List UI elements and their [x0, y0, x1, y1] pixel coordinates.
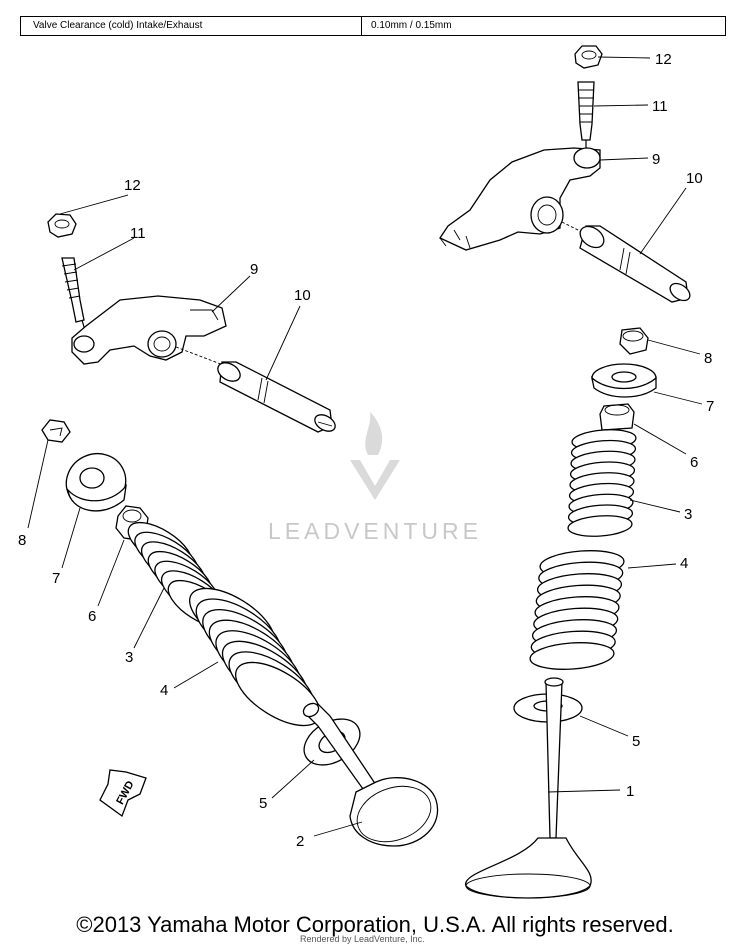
callout-10-right: 10: [686, 170, 703, 187]
right-spring-retainer: [590, 363, 657, 398]
callout-2: 2: [296, 833, 304, 850]
callout-leaders: [27, 56, 703, 837]
callout-3-left: 3: [125, 649, 133, 666]
callout-11-right: 11: [652, 98, 668, 115]
left-valve-cotter: [41, 419, 71, 443]
callout-8-right: 8: [704, 350, 712, 367]
left-rocker-shaft: [217, 361, 336, 433]
left-rocker-arm: [71, 295, 227, 367]
rendered-by-note: Rendered by LeadVenture, Inc.: [300, 934, 425, 944]
callout-7-left: 7: [52, 570, 60, 587]
right-inner-spring: [567, 429, 637, 537]
left-outer-spring: [189, 587, 321, 727]
callout-7-right: 7: [706, 398, 714, 415]
right-rocker-arm: [439, 147, 601, 251]
callout-10-left: 10: [294, 287, 311, 304]
forward-arrow-icon: FWD: [99, 769, 147, 818]
callout-labels: 12 11 9 10 12 11 9 10 8 7 6 3 4 5 1 8 7 …: [18, 51, 714, 850]
callout-11-left: 11: [130, 225, 146, 242]
callout-12-right: 12: [655, 51, 672, 68]
left-adjuster-nut: [47, 213, 77, 238]
right-adjusting-screw: [577, 81, 595, 150]
left-spring-retainer: [65, 452, 127, 512]
callout-9-right: 9: [652, 151, 660, 168]
right-rocker-shaft: [579, 225, 691, 303]
callout-4-right: 4: [680, 555, 688, 572]
callout-5-right: 5: [632, 733, 640, 750]
callout-12-left: 12: [124, 177, 141, 194]
callout-8-left: 8: [18, 532, 26, 549]
right-valve-cotter: [619, 327, 649, 355]
callout-6-left: 6: [88, 608, 96, 625]
left-intake-valve: [302, 702, 439, 847]
left-adjusting-screw: [61, 257, 87, 335]
callout-9-left: 9: [250, 261, 258, 278]
right-adjuster-nut: [574, 45, 603, 69]
callout-1: 1: [626, 783, 634, 800]
right-outer-spring: [529, 550, 625, 670]
valve-clearance-spec-table: Valve Clearance (cold) Intake/Exhaust 0.…: [20, 16, 726, 36]
spec-label: Valve Clearance (cold) Intake/Exhaust: [21, 17, 362, 35]
spec-value: 0.10mm / 0.15mm: [371, 20, 452, 31]
callout-4-left: 4: [160, 682, 168, 699]
leadventure-logo-icon: [350, 412, 400, 500]
watermark-text: LEADVENTURE: [268, 518, 482, 544]
right-exhaust-valve: [465, 677, 592, 899]
right-oil-seal: [599, 403, 635, 431]
callout-6-right: 6: [690, 454, 698, 471]
callout-5-left: 5: [259, 795, 267, 812]
callout-3-right: 3: [684, 506, 692, 523]
copyright-notice: ©2013 Yamaha Motor Corporation, U.S.A. A…: [76, 912, 674, 937]
